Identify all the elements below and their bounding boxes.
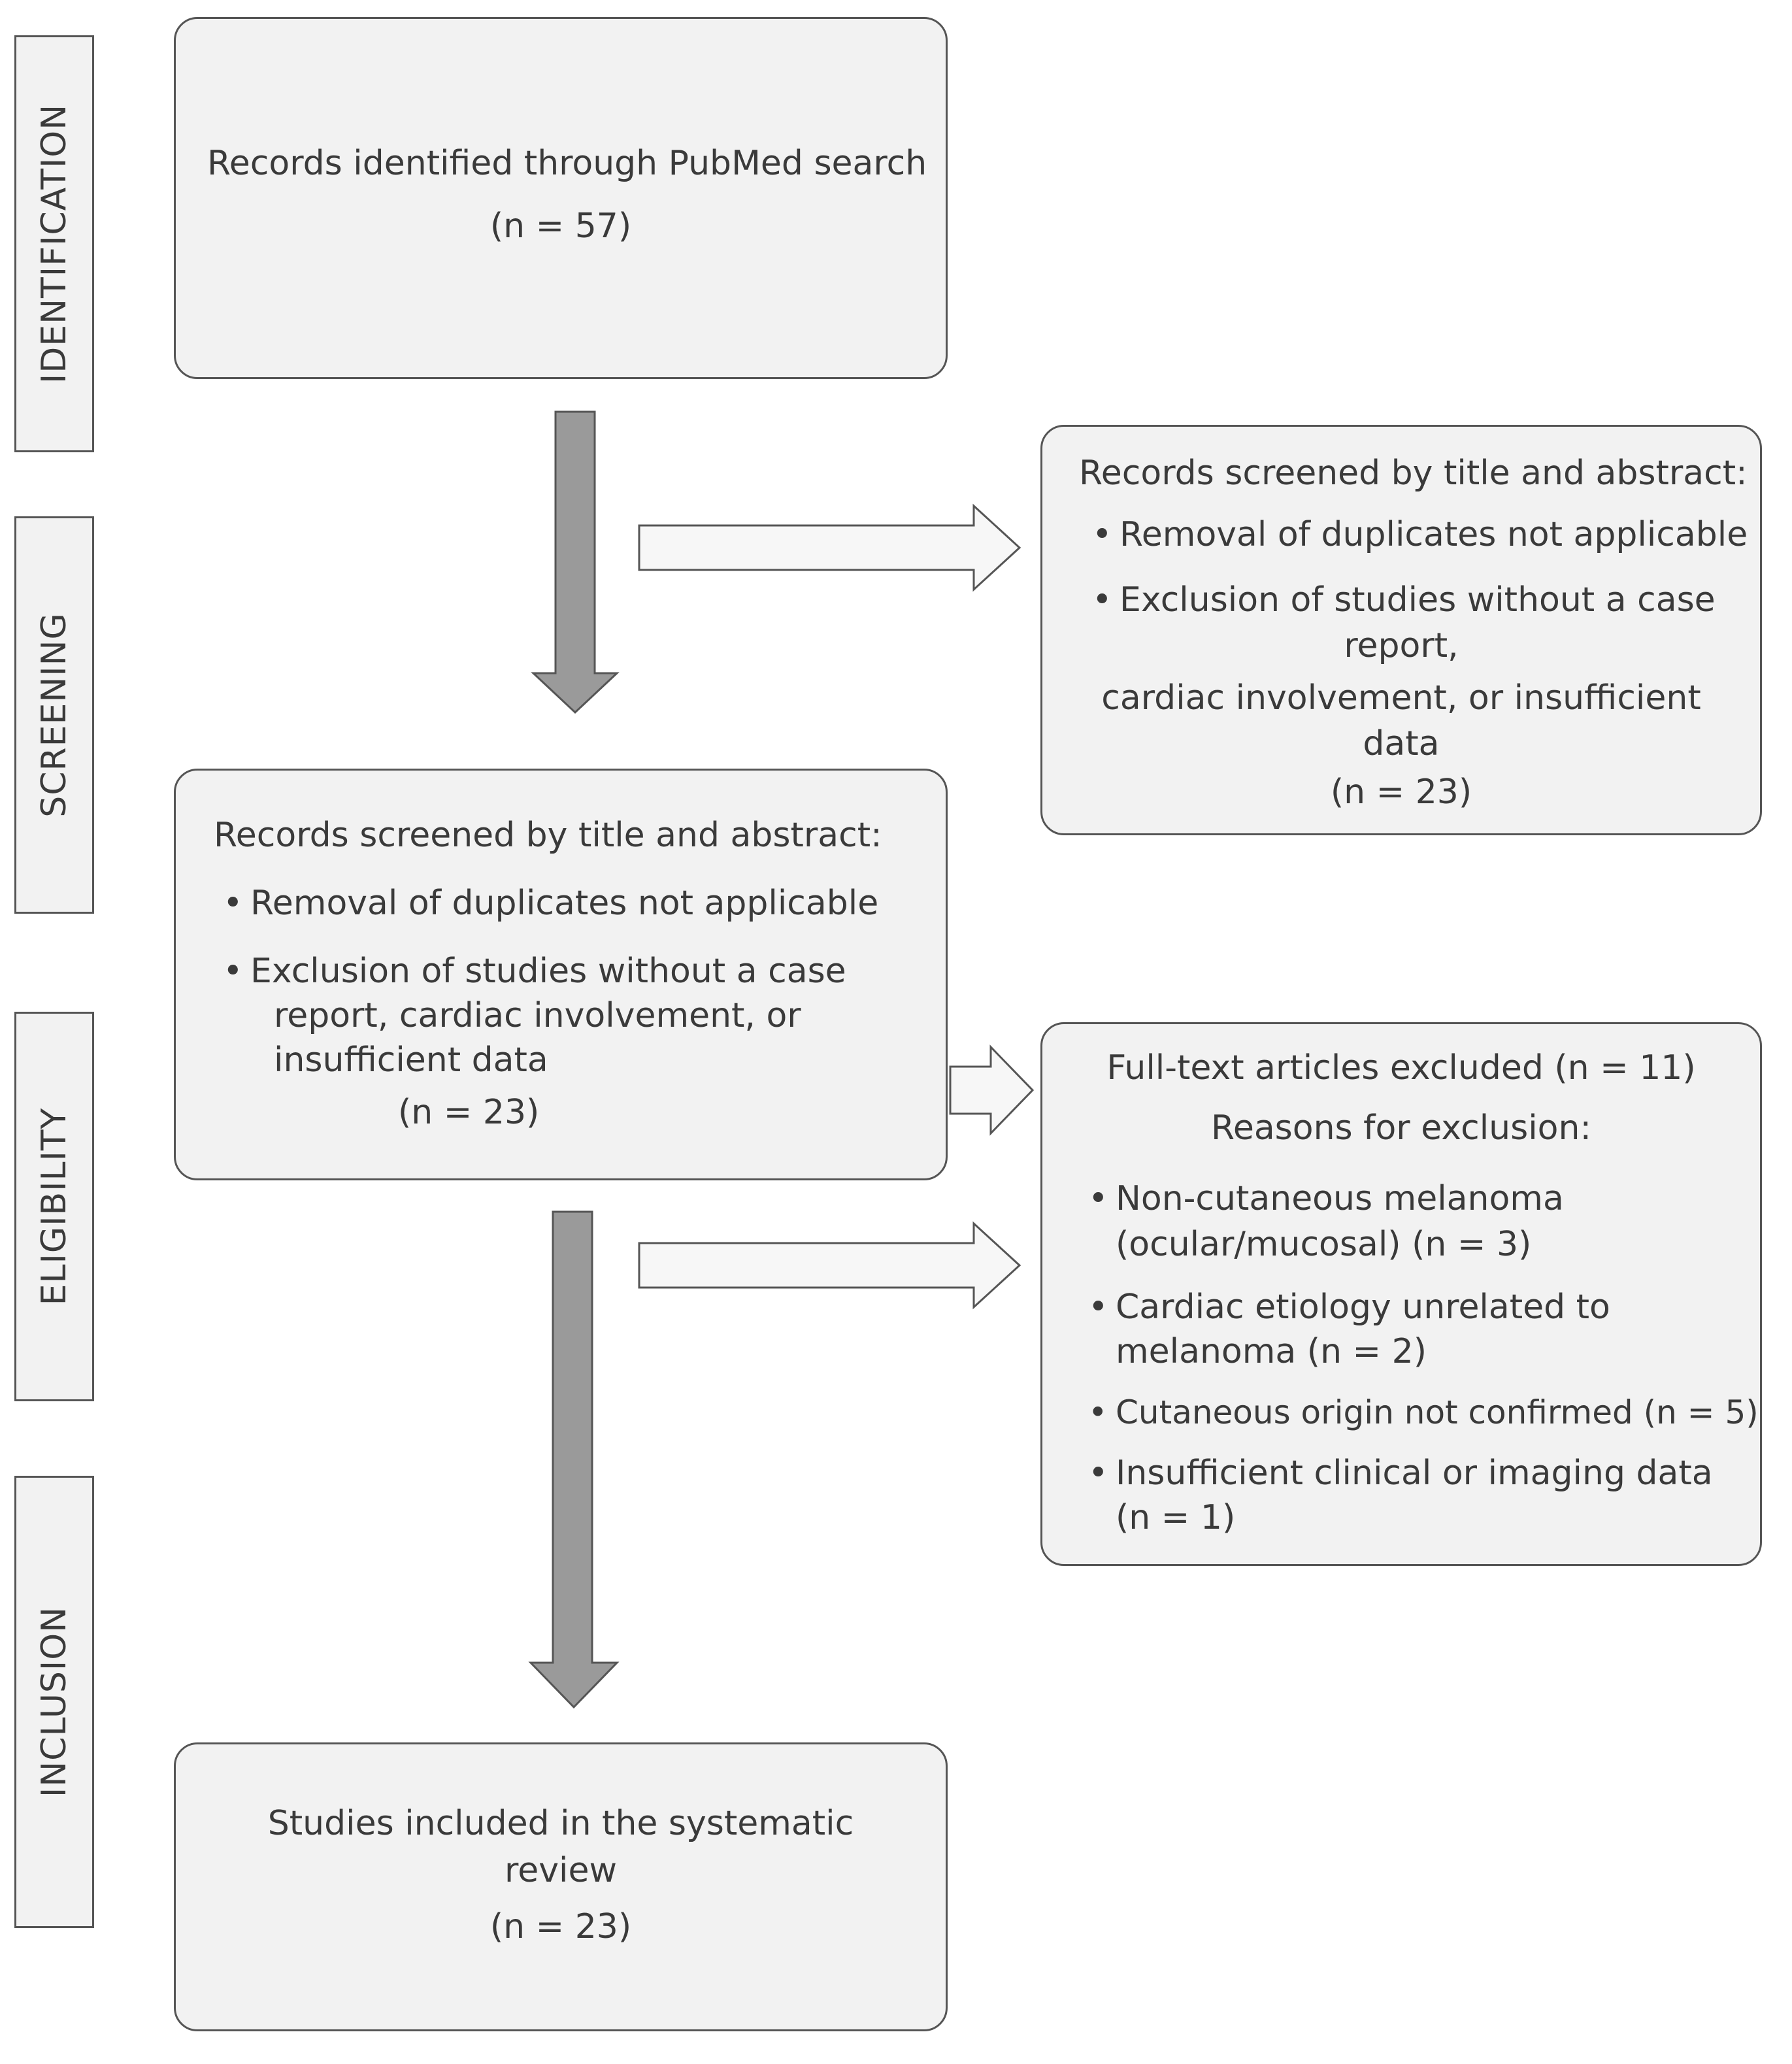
exclusion-reason-2: Cardiac etiology unrelated to <box>1088 1287 1610 1328</box>
screened-side-bullet-2-line-3: cardiac involvement, or insufficient <box>1101 678 1701 718</box>
screened-bullet-2: Exclusion of studies without a case <box>223 951 846 992</box>
included-title: Studies included in the systematic <box>267 1804 854 1843</box>
stage-eligibility: ELIGIBILITY <box>14 1012 94 1401</box>
screened-title: Records screened by title and abstract: <box>214 816 882 855</box>
screened-side-bullet-2: Exclusion of studies without a case <box>1092 580 1716 621</box>
screened-bullet-1: Removal of duplicates not applicable <box>223 883 878 924</box>
arrow-right-2 <box>949 1044 1035 1136</box>
exclusion-reason-4: Insufficient clinical or imaging data <box>1088 1453 1713 1494</box>
arrow-down-2 <box>528 1210 620 1709</box>
included-title-line-2: review <box>505 1851 617 1890</box>
arrow-right-3 <box>638 1221 1021 1310</box>
screened-side-title: Records screened by title and abstract: <box>1079 454 1748 493</box>
screened-side-bullet-2-line-4: data <box>1363 724 1440 763</box>
arrow-right-1 <box>638 503 1021 592</box>
arrow-down-1 <box>531 410 620 714</box>
identified-title: Records identified through PubMed search <box>207 144 927 183</box>
exclusion-reason-4-line-2: (n = 1) <box>1116 1498 1236 1537</box>
screened-bullet-2-line-3: insufficient data <box>274 1040 548 1080</box>
screened-count: (n = 23) <box>398 1093 540 1132</box>
exclusion-reason-2-line-2: melanoma (n = 2) <box>1116 1332 1427 1371</box>
screened-side-bullet-2-line-2: report, <box>1344 626 1459 665</box>
screened-side-bullet-1: Removal of duplicates not applicable <box>1092 514 1748 556</box>
identified-count: (n = 57) <box>489 207 632 246</box>
stage-identification: IDENTIFICATION <box>14 35 94 452</box>
stage-screening: SCREENING <box>14 516 94 914</box>
excluded-articles-box: Full-text articles excluded (n = 11) Rea… <box>1040 1022 1762 1566</box>
included-studies-box: Studies included in the systematic revie… <box>174 1742 948 2031</box>
screened-bullet-2-line-2: report, cardiac involvement, or <box>274 996 801 1035</box>
identified-records-box: Records identified through PubMed search… <box>174 17 948 379</box>
exclusion-reason-1: Non-cutaneous melanoma <box>1088 1178 1564 1220</box>
stage-inclusion: INCLUSION <box>14 1476 94 1928</box>
exclusion-reason-3: Cutaneous origin not confirmed (n = 5) <box>1088 1393 1759 1432</box>
included-count: (n = 23) <box>489 1907 632 1946</box>
screened-records-side-box: Records screened by title and abstract: … <box>1040 425 1762 835</box>
screened-side-count: (n = 23) <box>1330 773 1472 812</box>
excluded-title: Full-text articles excluded (n = 11) <box>1106 1048 1696 1088</box>
excluded-subtitle: Reasons for exclusion: <box>1211 1108 1591 1148</box>
screened-records-box: Records screened by title and abstract: … <box>174 769 948 1180</box>
exclusion-reason-1-line-2: (ocular/mucosal) (n = 3) <box>1116 1225 1532 1264</box>
